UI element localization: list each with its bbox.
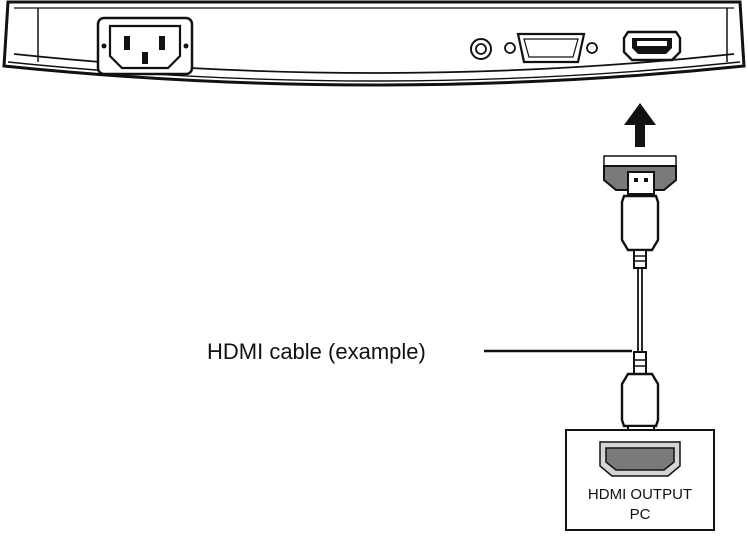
- arrow-up-icon: [624, 103, 656, 147]
- power-socket-icon: [96, 16, 194, 76]
- hdmi-plug-upper: [603, 155, 677, 269]
- plug-metal-tip: [627, 171, 655, 195]
- plug-head-frame: [603, 155, 677, 167]
- pc-label-line1: HDMI OUTPUT: [588, 486, 692, 503]
- cable-label: HDMI cable (example): [207, 339, 426, 364]
- audio-jack-icon: [470, 38, 492, 60]
- pc-label-line2: PC: [630, 506, 651, 523]
- vga-port-icon: [504, 32, 598, 64]
- pc-box: HDMI OUTPUT PC: [565, 429, 715, 531]
- hdmi-cable: [637, 268, 643, 352]
- hdmi-port-icon: [622, 30, 682, 62]
- plug-body: [620, 372, 660, 428]
- monitor-back-panel: [2, 0, 746, 87]
- pc-hdmi-port-slot: [605, 447, 675, 471]
- plug-body: [620, 194, 660, 252]
- plug-strain-relief: [633, 351, 647, 375]
- plug-strain-relief: [633, 249, 647, 269]
